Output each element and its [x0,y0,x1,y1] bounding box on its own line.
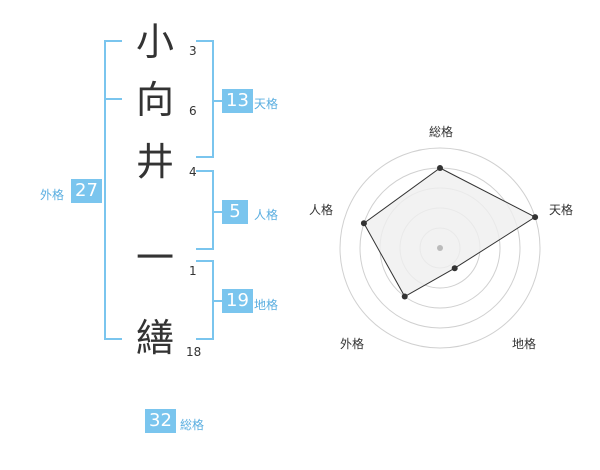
name-char-2: 向 [135,78,174,122]
chikaku-badge: 19 [222,289,253,313]
radar-label-chikaku: 地格 [512,337,537,351]
radar-polygon [363,167,537,298]
chikaku-label: 地格 [254,298,279,312]
radar-label-jinkaku: 人格 [309,203,334,217]
stroke-count-4: 1 [189,264,197,278]
radar-chart [339,147,541,349]
radar-label-tenkaku: 天格 [549,203,574,217]
radar-points [360,165,539,300]
radar-label-soukaku: 総格 [429,125,454,139]
stroke-count-3: 4 [189,165,197,179]
radar-ring [339,147,541,349]
radar-center-dot [437,245,443,251]
radar-point-2 [532,214,539,221]
gaikaku-badge: 27 [71,179,102,203]
tenkaku-bracket [196,40,214,158]
jinkaku-label: 人格 [254,208,279,222]
jinkaku-bracket [196,170,214,250]
gaikaku-bracket [104,40,122,340]
jinkaku-connector [212,211,222,213]
stroke-count-2: 6 [189,104,197,118]
radar-point-1 [437,165,443,171]
tenkaku-badge: 13 [222,89,253,113]
soukaku-label: 総格 [180,418,205,432]
soukaku-badge: 32 [145,409,176,433]
jinkaku-badge: 5 [222,200,248,224]
radar-point-5 [360,220,367,227]
name-char-4: 一 [135,236,174,280]
gaikaku-label: 外格 [40,188,65,202]
name-char-3: 井 [135,140,174,184]
chikaku-connector [212,300,222,302]
stroke-count-1: 3 [189,44,197,58]
gaikaku-bracket-divider [104,98,122,100]
tenkaku-connector [212,100,222,102]
name-char-5: 繕 [135,316,174,360]
stroke-count-5: 18 [186,345,202,359]
radar-point-4 [401,293,408,300]
name-char-1: 小 [135,20,174,64]
radar-label-gaikaku: 外格 [340,337,365,351]
radar-point-3 [451,265,458,272]
tenkaku-label: 天格 [254,97,279,111]
